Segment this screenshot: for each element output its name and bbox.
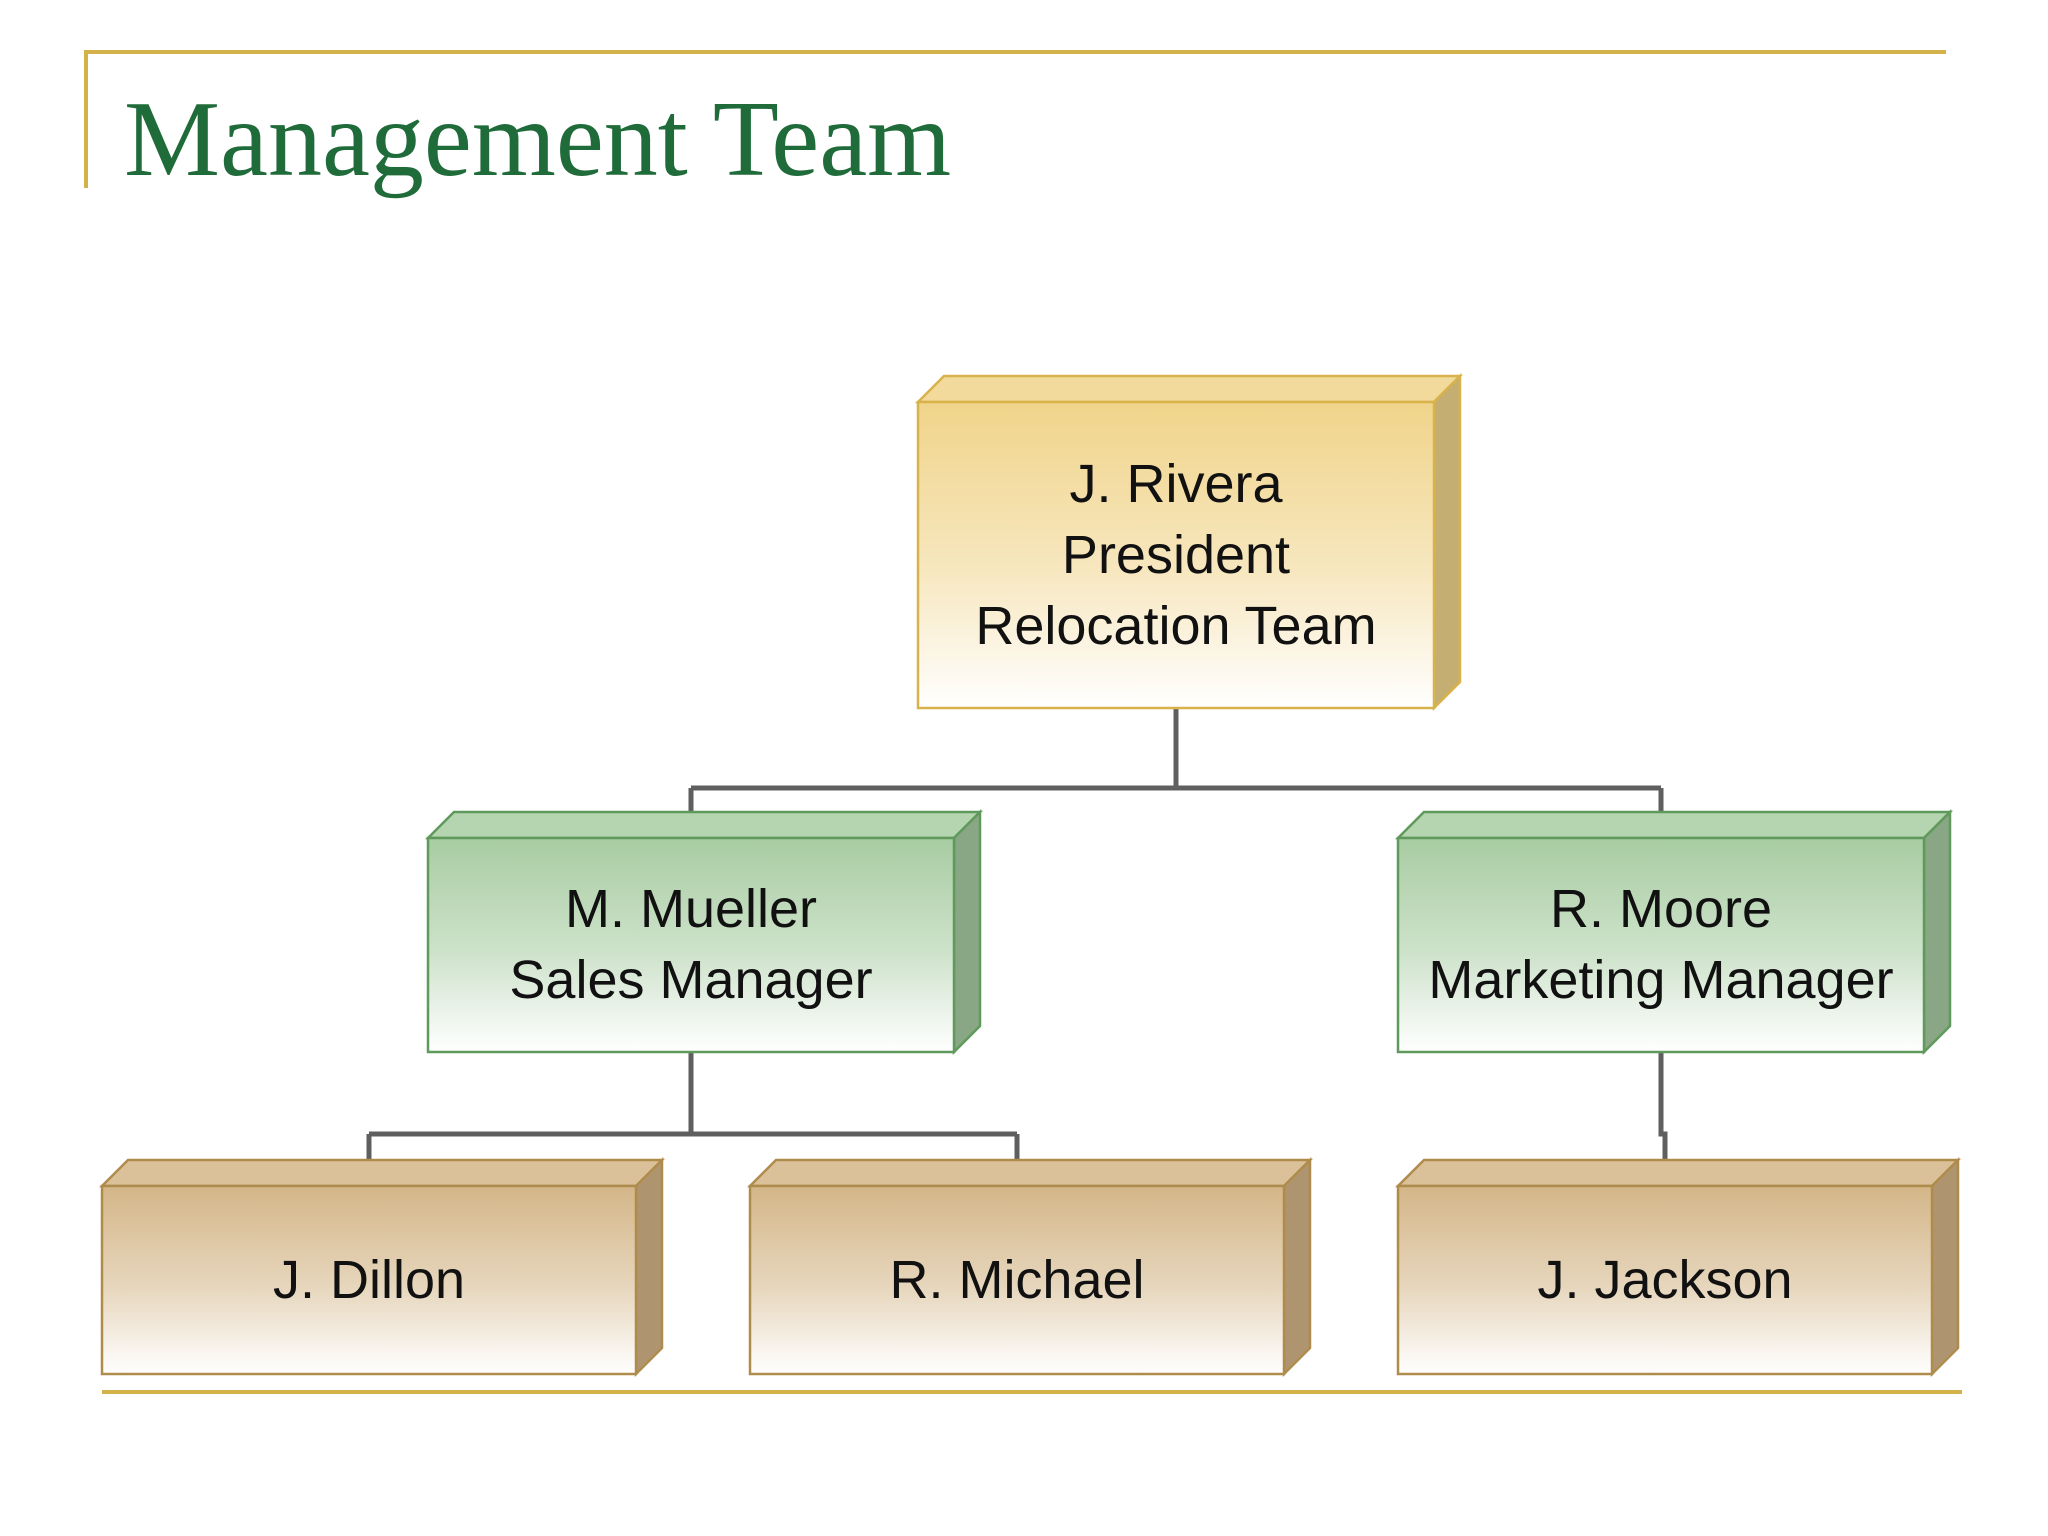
node-box-rivera [914, 372, 1464, 712]
node-box-side-mueller [952, 808, 982, 1056]
node-box-side-dillon [634, 1156, 664, 1378]
node-box-jackson [1394, 1156, 1962, 1378]
node-label-line: R. Moore [1549, 879, 1773, 939]
title-rule-top [84, 50, 1946, 54]
node-box-top-mueller [424, 810, 984, 840]
node-box-face-moore [1396, 836, 1926, 1054]
node-label-line: J. Rivera [1069, 453, 1283, 514]
node-label-line: Marketing Manager [1428, 950, 1894, 1010]
node-box-face-rivera [916, 400, 1436, 710]
node-label-line: M. Mueller [564, 879, 818, 939]
node-box-michael [746, 1156, 1314, 1378]
title-rule-left [84, 50, 88, 188]
node-label-line: J. Jackson [1537, 1249, 1793, 1310]
node-box-top-jackson [1394, 1158, 1962, 1188]
node-label-dillon: J. Dillon [102, 1186, 636, 1374]
node-boxes [98, 372, 1962, 1378]
node-box-mueller [424, 808, 984, 1056]
node-box-top-michael [746, 1158, 1314, 1188]
node-box-top-dillon [98, 1158, 666, 1188]
node-label-line: Relocation Team [975, 595, 1377, 656]
node-box-side-moore [1922, 808, 1952, 1056]
node-box-side-jackson [1930, 1156, 1960, 1378]
node-box-face-jackson [1396, 1184, 1934, 1376]
bottom-rule [102, 1390, 1962, 1394]
node-label-line: R. Michael [889, 1249, 1145, 1310]
node-box-top-moore [1394, 810, 1954, 840]
node-box-top-rivera [914, 374, 1464, 404]
node-box-face-dillon [100, 1184, 638, 1376]
node-label-line: J. Dillon [272, 1249, 466, 1310]
node-label-line: Sales Manager [509, 950, 873, 1010]
node-box-dillon [98, 1156, 666, 1378]
node-box-face-mueller [426, 836, 956, 1054]
node-box-face-michael [748, 1184, 1286, 1376]
node-label-michael: R. Michael [750, 1186, 1284, 1374]
slide-title: Management Team [124, 80, 952, 199]
node-box-moore [1394, 808, 1954, 1056]
node-box-side-rivera [1432, 372, 1462, 712]
node-label-line: President [1061, 524, 1291, 585]
node-box-side-michael [1282, 1156, 1312, 1378]
node-label-jackson: J. Jackson [1398, 1186, 1932, 1374]
